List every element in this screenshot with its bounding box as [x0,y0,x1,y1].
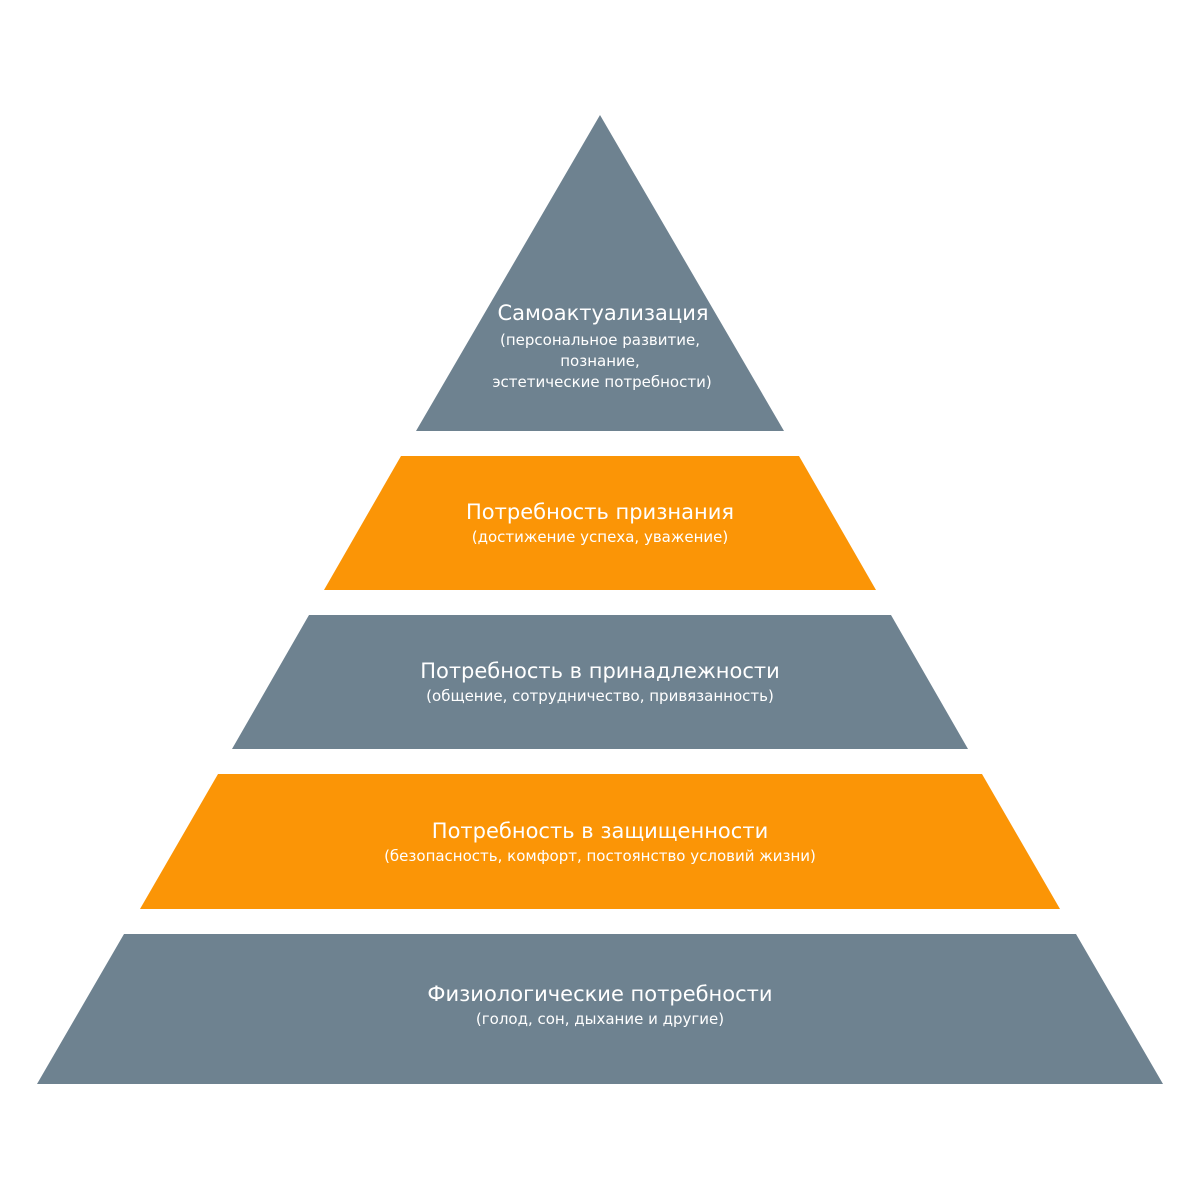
tier-shape [416,115,784,431]
tier-detail-line: эстетические потребности) [492,373,711,391]
tier-title: Физиологические потребности [427,982,772,1006]
tier-title: Самоактуализация [498,301,709,325]
tier-shape [232,615,968,749]
tier-detail-line: (голод, сон, дыхание и другие) [476,1010,724,1028]
tier-title: Потребность в защищенности [432,819,768,843]
tier-detail-line: (персональное развитие, [500,331,700,349]
tier-shape [140,774,1060,909]
tier-detail-line: (безопасность, комфорт, постоянство усло… [384,847,816,865]
tier-belonging: Потребность в принадлежности (общение, с… [232,615,968,749]
tier-detail-line: (общение, сотрудничество, привязанность) [426,687,774,705]
tier-esteem: Потребность признания (достижение успеха… [324,456,876,590]
tier-detail-line: познание, [560,352,640,370]
tier-title: Потребность признания [466,500,734,524]
tier-self-actualization: Самоактуализация (персональное развитие,… [416,115,784,431]
tier-shape [37,934,1163,1084]
tier-title: Потребность в принадлежности [420,659,780,683]
tier-physiological: Физиологические потребности (голод, сон,… [37,934,1163,1084]
tier-shape [324,456,876,590]
tier-detail-line: (достижение успеха, уважение) [472,528,728,546]
tier-safety: Потребность в защищенности (безопасность… [140,774,1060,909]
